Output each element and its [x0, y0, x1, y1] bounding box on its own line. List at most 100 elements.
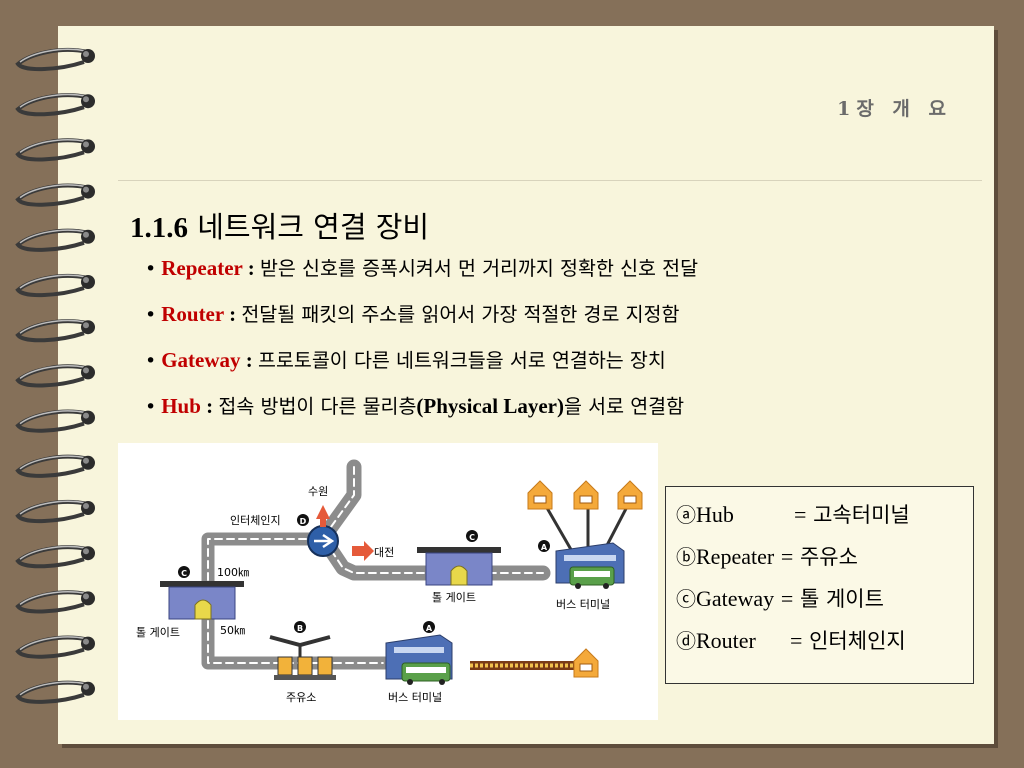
arrow-up-icon [316, 505, 330, 527]
legend-mark: ⓐ [676, 503, 696, 527]
legend-value: 주유소 [799, 545, 858, 569]
spiral-ring [15, 409, 95, 433]
network-analogy-diagram: A A B C C D 수원 인터체인지 대전 톨 게이트 버스 터미널 100… [118, 443, 658, 720]
road-network [201, 459, 551, 670]
svg-text:B: B [297, 624, 303, 633]
label-gas-station: 주유소 [286, 691, 316, 704]
legend-eq: = [780, 586, 794, 611]
legend-row-gateway: ⓒGateway = 톨 게이트 [676, 583, 884, 613]
svg-text:A: A [541, 543, 548, 552]
house-icon [527, 480, 553, 510]
desc-hub-pre: 접속 방법이 다른 물리층 [218, 395, 417, 418]
legend-term: Hub [696, 502, 734, 527]
spiral-ring [15, 364, 95, 388]
toll-gate-right [417, 547, 501, 586]
svg-text:C: C [181, 569, 187, 578]
bullet-router: •Router : 전달될 패킷의 주소를 읽어서 가장 적절한 경로 지정함 [145, 300, 698, 346]
spiral-ring [15, 228, 95, 252]
gas-station [269, 635, 336, 680]
desc-hub-en: (Physical Layer) [416, 394, 564, 418]
label-dist-100: 100㎞ [217, 566, 249, 579]
legend-value: 인터체인지 [809, 629, 906, 653]
spiral-ring [15, 93, 95, 117]
legend-eq: = [780, 544, 794, 569]
term-router: Router [161, 302, 224, 326]
colon: : [240, 348, 259, 372]
diagram-canvas: A A B C C D 수원 인터체인지 대전 톨 게이트 버스 터미널 100… [136, 459, 643, 704]
chapter-header: 1장 개 요 [837, 98, 952, 120]
term-hub: Hub [161, 394, 201, 418]
label-bus-terminal-right: 버스 터미널 [556, 598, 610, 611]
house-icon [573, 648, 599, 678]
spiral-ring [15, 47, 95, 72]
label-toll-gate-left: 톨 게이트 [136, 626, 180, 639]
legend-mark: ⓒ [676, 587, 696, 611]
header-divider [118, 180, 982, 181]
marker-a-bottom: A [423, 621, 435, 633]
legend-value: 고속터미널 [813, 503, 910, 527]
marker-d: D [297, 514, 309, 526]
term-gateway: Gateway [161, 348, 241, 372]
colon: : [223, 302, 242, 326]
spiral-ring [15, 319, 95, 343]
spiral-ring [15, 635, 95, 659]
label-toll-gate-right: 톨 게이트 [432, 591, 476, 604]
legend-mark: ⓑ [676, 545, 696, 569]
colon: : [242, 256, 260, 280]
svg-text:A: A [426, 624, 433, 633]
label-daejeon: 대전 [374, 546, 394, 559]
svg-text:D: D [300, 517, 307, 526]
legend-eq: = [794, 502, 807, 527]
spiral-ring [15, 183, 95, 207]
desc-router: 전달될 패킷의 주소를 읽어서 가장 적절한 경로 지정함 [241, 303, 680, 326]
bus-terminal-right [555, 542, 625, 589]
bullet-repeater: •Repeater : 받은 신호를 증폭시켜서 먼 거리까지 정확한 신호 전… [145, 254, 698, 300]
spiral-binding [15, 47, 95, 704]
spiral-ring [15, 680, 95, 704]
label-dist-50: 50㎞ [220, 624, 245, 637]
spiral-ring [15, 499, 95, 524]
legend-term: Router [696, 628, 756, 653]
spiral-ring [15, 454, 95, 478]
house-icons [527, 480, 643, 678]
bullet-dot: • [145, 304, 157, 326]
bus-terminal-bottom [385, 634, 453, 685]
spiral-ring [15, 138, 95, 162]
interchange-router [307, 505, 374, 561]
legend-row-repeater: ⓑRepeater = 주유소 [676, 541, 858, 571]
bullet-gateway: •Gateway : 프로토콜이 다른 네트워크들을 서로 연결하는 장치 [145, 346, 698, 392]
bullet-hub: •Hub : 접속 방법이 다른 물리층(Physical Layer)을 서로… [145, 392, 698, 438]
desc-repeater: 받은 신호를 증폭시켜서 먼 거리까지 정확한 신호 전달 [259, 257, 699, 280]
spiral-ring [15, 545, 95, 569]
marker-c-left: C [178, 566, 190, 578]
spiral-ring [15, 590, 95, 614]
bullet-dot: • [145, 350, 157, 372]
bullet-dot: • [145, 396, 157, 418]
diagram-labels: 수원 인터체인지 대전 톨 게이트 버스 터미널 100㎞ 톨 게이트 50㎞ … [136, 485, 610, 704]
legend-row-hub: ⓐHub = 고속터미널 [676, 499, 910, 529]
section-number: 1.1.6 [130, 212, 188, 244]
spiral-ring [15, 273, 95, 298]
section-title: 1.1.6 네트워크 연결 장비 [130, 204, 429, 246]
legend-term: Gateway [696, 586, 775, 611]
toll-gate-left [160, 581, 244, 620]
bullet-dot: • [145, 258, 157, 280]
legend-eq: = [790, 628, 803, 653]
legend-term: Repeater [696, 544, 775, 569]
house-icon [573, 480, 599, 510]
label-bus-terminal-bottom: 버스 터미널 [388, 691, 442, 704]
section-title-text: 네트워크 연결 장비 [197, 210, 430, 244]
label-suwon: 수원 [308, 485, 328, 498]
label-interchange: 인터체인지 [230, 514, 281, 527]
arrow-right-icon [352, 541, 374, 561]
desc-gateway: 프로토콜이 다른 네트워크들을 서로 연결하는 장치 [258, 349, 666, 372]
marker-b: B [294, 621, 306, 633]
markers: A A B C C D [178, 514, 550, 633]
legend-value: 톨 게이트 [799, 587, 884, 611]
cable-link [470, 661, 574, 670]
house-icon [617, 480, 643, 510]
term-repeater: Repeater [161, 256, 243, 280]
desc-hub-post: 을 서로 연결함 [563, 395, 685, 418]
legend-row-router: ⓓRouter = 인터체인지 [676, 625, 906, 655]
legend-mark: ⓓ [676, 629, 696, 653]
